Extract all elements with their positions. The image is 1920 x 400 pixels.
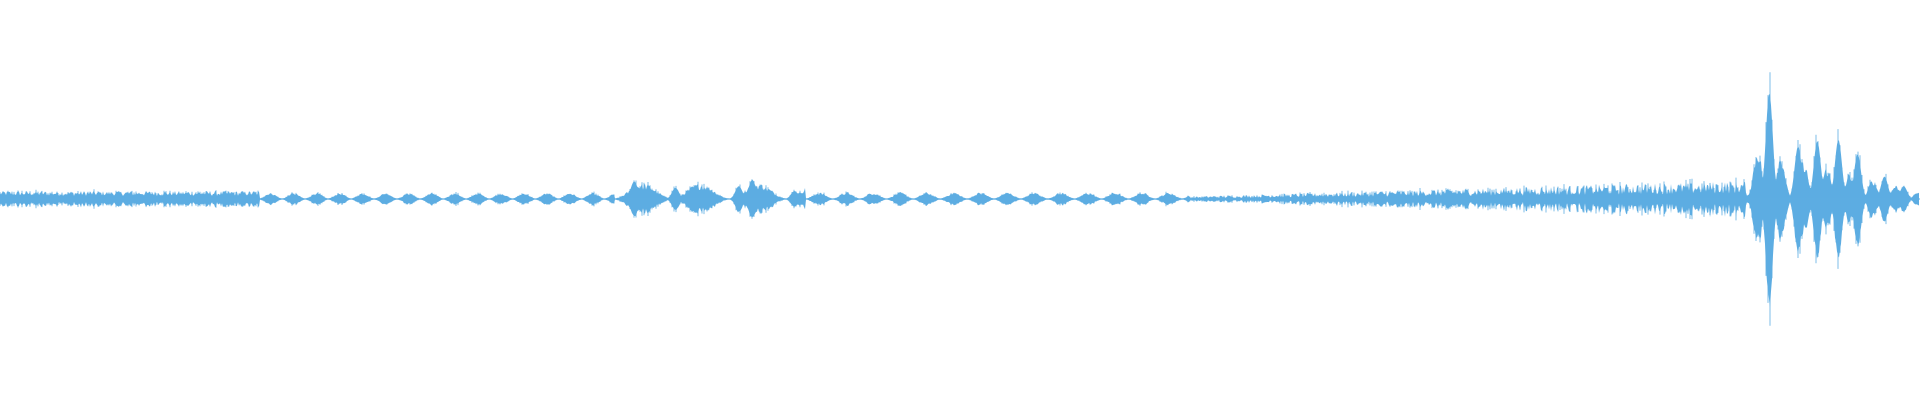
waveform-envelope (0, 93, 1919, 308)
waveform-peaks (0, 72, 1920, 326)
